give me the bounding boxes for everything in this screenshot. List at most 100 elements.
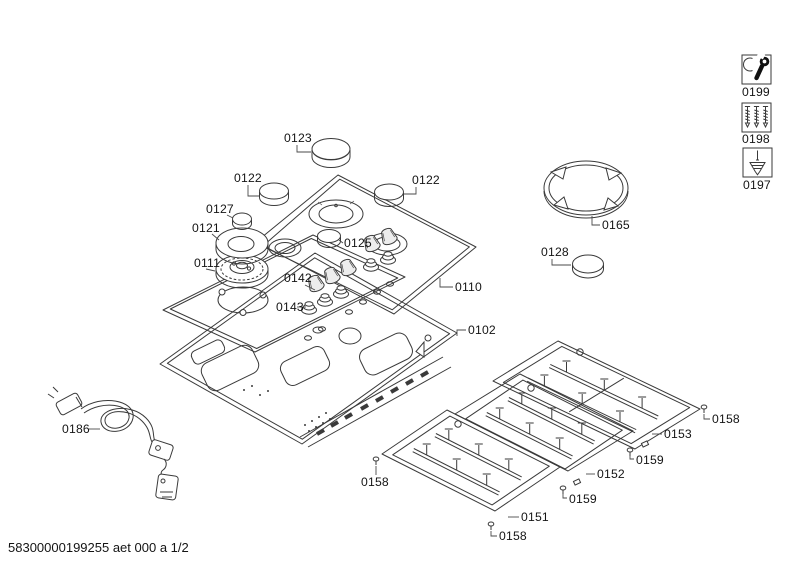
clip-0158-right xyxy=(700,404,708,413)
svg-text:0158: 0158 xyxy=(499,529,527,543)
knob xyxy=(308,274,325,293)
label-0102: 0102 xyxy=(456,323,496,337)
label-0158-right: 0158 xyxy=(703,412,740,426)
burner-cap-0122-right xyxy=(374,183,404,207)
wok-ring xyxy=(543,160,629,219)
fastener-0159-right xyxy=(626,440,650,456)
burner-cap-0127 xyxy=(232,212,252,230)
svg-text:0153: 0153 xyxy=(664,427,692,441)
base-tray xyxy=(159,252,458,448)
label-0153: 0153 xyxy=(652,427,692,441)
cord-terminal xyxy=(148,439,179,501)
svg-text:0158: 0158 xyxy=(361,475,389,489)
knob-collars xyxy=(301,251,396,315)
label-0121: 0121 xyxy=(192,221,220,241)
wrench-icon xyxy=(743,51,770,81)
tool-item-0199: 0199 xyxy=(741,51,772,99)
tool-label: 0197 xyxy=(743,178,771,192)
svg-text:0158: 0158 xyxy=(712,412,740,426)
svg-text:0102: 0102 xyxy=(468,323,496,337)
screwdriver-screw-icon xyxy=(749,150,766,176)
screws-icon xyxy=(744,106,769,129)
tool-box xyxy=(741,102,772,133)
label-0143: 0143 xyxy=(276,300,306,314)
tool-box xyxy=(741,54,772,85)
label-0111: 0111 xyxy=(194,256,220,272)
document-code: 58300000199255 aet 000 a 1/2 xyxy=(8,540,189,555)
label-0186: 0186 xyxy=(62,422,100,436)
burner-cutout xyxy=(217,286,269,316)
wok-ring-prong xyxy=(605,167,623,181)
knob xyxy=(381,227,398,246)
cap-0128 xyxy=(572,254,604,279)
clip-0158-left xyxy=(372,456,380,465)
base-tray-inner-rim xyxy=(166,257,451,440)
svg-text:0121: 0121 xyxy=(192,221,220,235)
pan-support-grate-right xyxy=(492,340,701,450)
svg-text:0142: 0142 xyxy=(284,271,312,285)
fastener-0159-bottom xyxy=(559,478,582,494)
tool-item-0198: 0198 xyxy=(741,102,772,146)
cord-loops xyxy=(80,400,156,442)
label-0122-right: 0122 xyxy=(404,173,440,195)
label-0151: 0151 xyxy=(508,510,549,524)
label-0122-left: 0122 xyxy=(234,171,262,197)
svg-text:0151: 0151 xyxy=(521,510,549,524)
printed-burner-ring-rear xyxy=(308,199,364,229)
svg-text:0110: 0110 xyxy=(455,280,482,294)
base-tray-outline xyxy=(159,252,458,445)
printed-burner-ring-front xyxy=(268,238,302,258)
wok-ring-prong xyxy=(603,197,620,211)
label-0142: 0142 xyxy=(284,271,316,291)
svg-text:0125: 0125 xyxy=(344,236,372,250)
pan-support-grate-mid xyxy=(454,373,634,472)
label-0110: 0110 xyxy=(439,278,482,294)
tool-legend: 0199 0198 0197 xyxy=(741,51,773,192)
label-0159-right: 0159 xyxy=(629,453,664,467)
label-0127: 0127 xyxy=(206,202,234,219)
knob-collar xyxy=(380,251,396,265)
svg-text:0159: 0159 xyxy=(636,453,664,467)
plug xyxy=(47,386,83,416)
knob xyxy=(364,234,381,253)
tool-box xyxy=(742,147,773,178)
knob-collar xyxy=(301,301,317,315)
part-labels: 0123 0122 0122 0127 0121 0111 0125 0142 xyxy=(62,131,740,543)
label-0152: 0152 xyxy=(586,467,625,481)
burner-cap-0122-left xyxy=(259,182,289,206)
power-cord xyxy=(47,386,179,501)
tool-label: 0199 xyxy=(742,85,770,99)
cord-loops-inner xyxy=(83,404,153,443)
label-0158-left: 0158 xyxy=(361,466,389,489)
svg-text:0111: 0111 xyxy=(194,256,220,270)
svg-text:0127: 0127 xyxy=(206,202,234,216)
label-0158-bottom: 0158 xyxy=(490,529,527,543)
svg-text:0186: 0186 xyxy=(62,422,90,436)
label-0128: 0128 xyxy=(541,245,571,266)
label-0125: 0125 xyxy=(338,236,372,250)
label-0165: 0165 xyxy=(591,216,630,232)
knob xyxy=(324,266,341,285)
clip-0158-bottom xyxy=(487,521,495,530)
knob-collar xyxy=(333,285,349,299)
wok-ring-prong xyxy=(549,166,567,180)
vent-holes xyxy=(304,281,394,341)
knob-collar xyxy=(317,293,333,307)
svg-text:0165: 0165 xyxy=(602,218,630,232)
svg-text:0143: 0143 xyxy=(276,300,304,314)
label-0159-bottom: 0159 xyxy=(562,492,597,506)
svg-text:0152: 0152 xyxy=(597,467,625,481)
burner-cap-0125 xyxy=(317,229,341,248)
tray-burner-wells xyxy=(190,327,413,392)
tray-detail-marks xyxy=(243,326,432,432)
svg-text:0159: 0159 xyxy=(569,492,597,506)
knob-collar xyxy=(363,258,379,272)
wok-burner-stack xyxy=(215,212,269,289)
knob xyxy=(340,258,357,277)
label-0123: 0123 xyxy=(284,131,312,153)
control-knobs xyxy=(308,227,398,293)
tool-label: 0198 xyxy=(742,132,770,146)
cooktop-rear-panel-outline xyxy=(255,174,477,315)
